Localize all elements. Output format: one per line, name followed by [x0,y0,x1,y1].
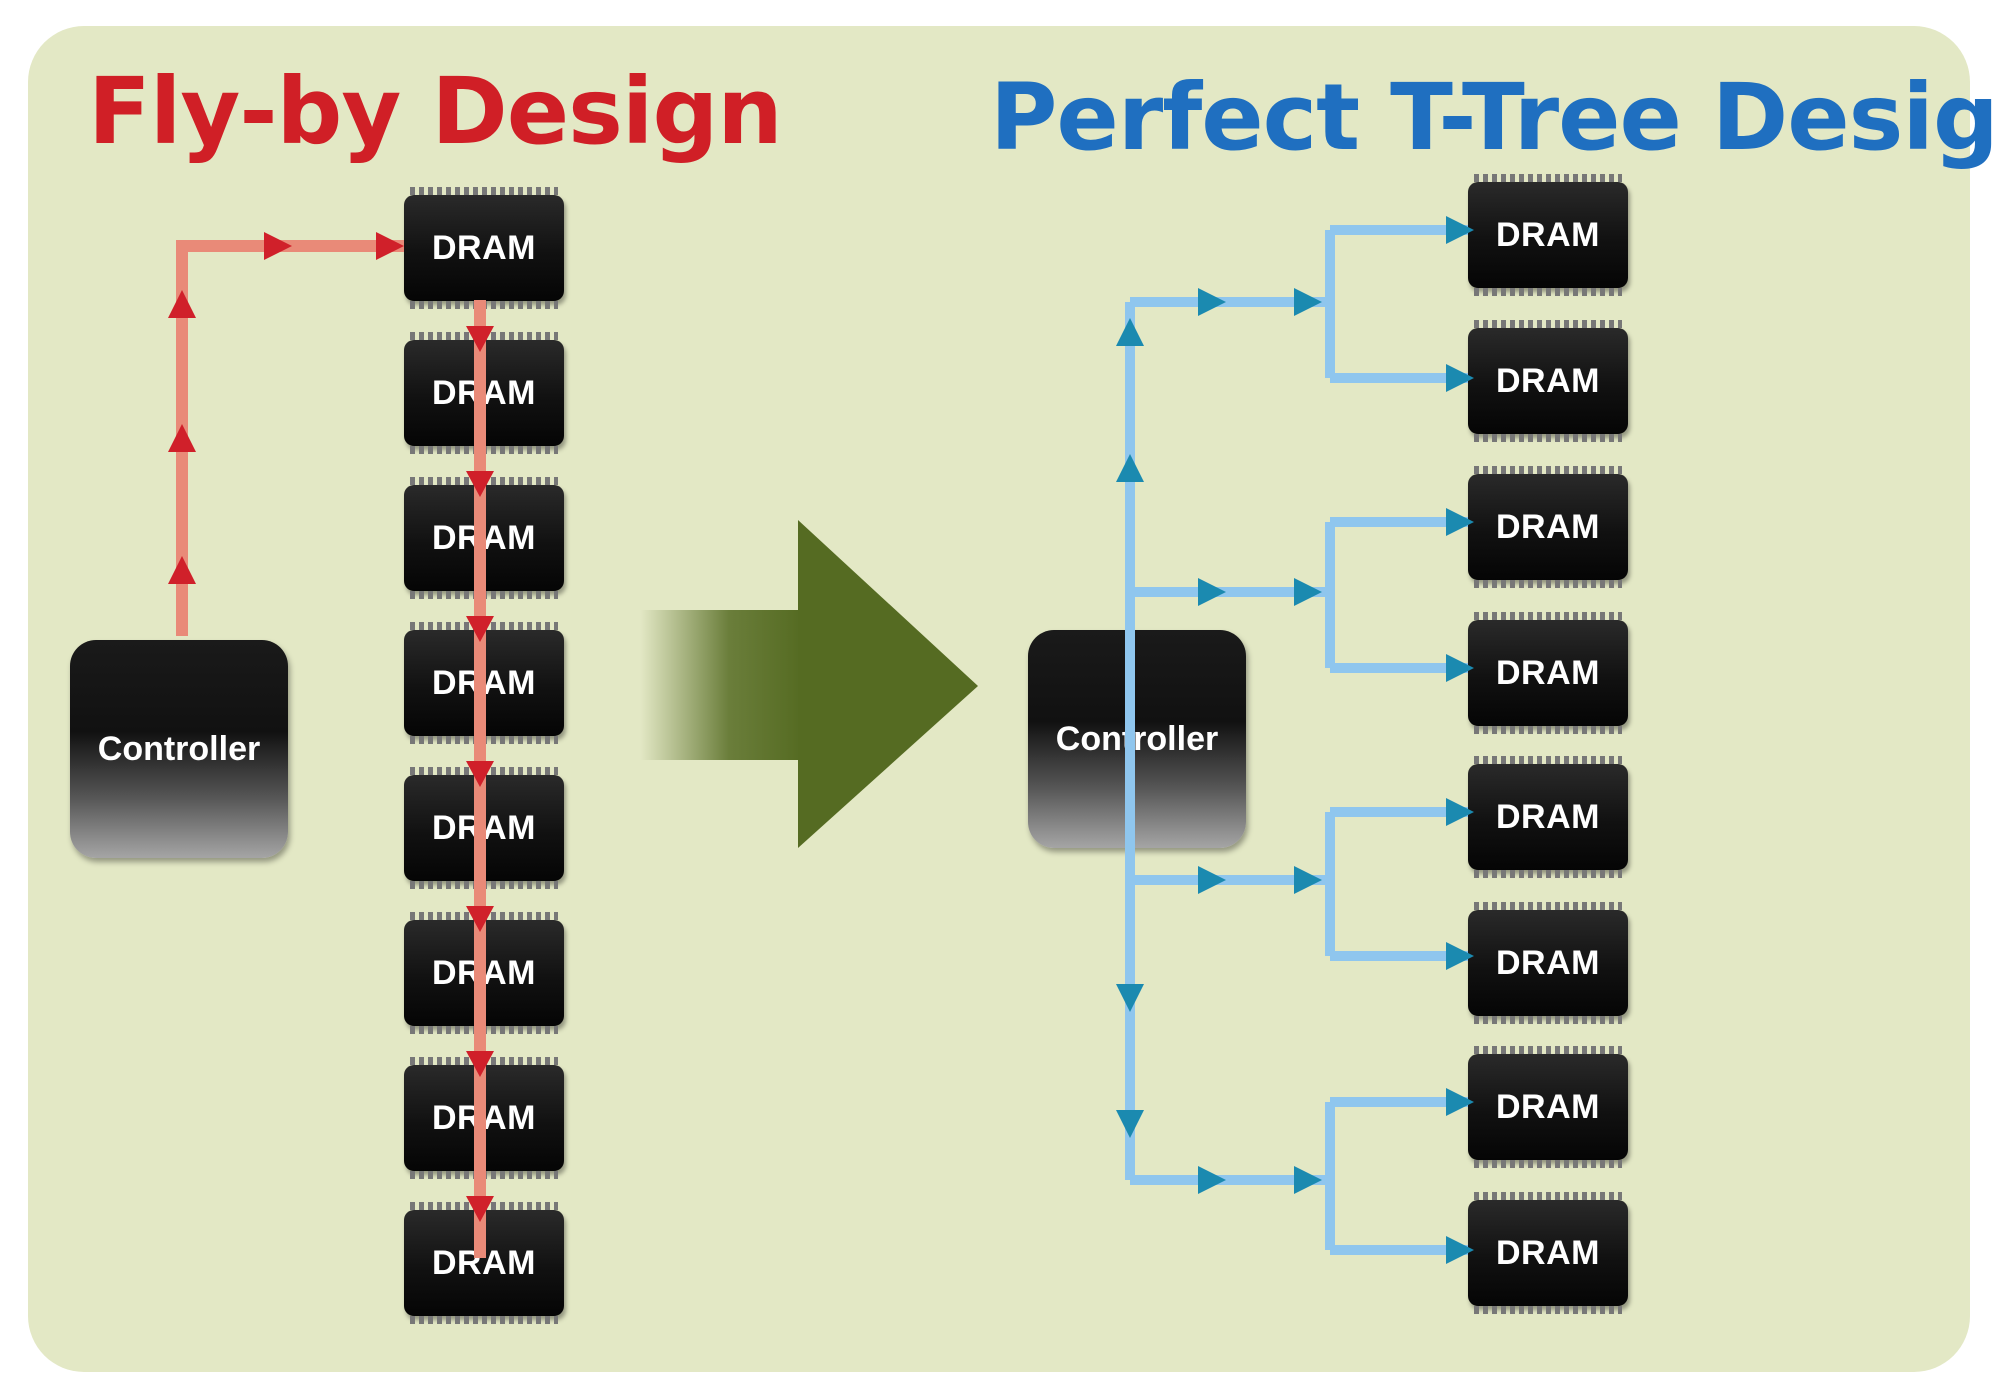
flyby-title: Fly-by Design [88,58,783,165]
ttree-dram-chip: DRAM [1468,612,1628,734]
flyby-arrow-down [466,1196,494,1222]
dram-label: DRAM [432,228,536,267]
flyby-arrow-down [466,471,494,497]
dram-label: DRAM [1496,653,1600,692]
ttree-controller: Controller [1028,630,1246,848]
flyby-arrow-down [466,761,494,787]
ttree-controller-label: Controller [1055,719,1219,758]
flyby-dram-chip: DRAM [404,187,564,309]
ttree-arrow-right [1294,288,1322,316]
ttree-routing [1125,225,1468,1255]
flyby-arrow-down [466,326,494,352]
flyby-arrow-up [168,424,196,452]
dram-label: DRAM [1496,1087,1600,1126]
flyby-routing [168,232,494,1258]
ttree-dram-chip: DRAM [1468,902,1628,1024]
ttree-arrow-right [1446,654,1474,682]
transition-arrow [640,520,978,848]
ttree-arrow-right [1446,942,1474,970]
ttree-arrow-right [1446,364,1474,392]
ttree-dram-chip: DRAM [1468,1192,1628,1314]
ttree-arrow-up [1116,454,1144,482]
ttree-arrow-right [1294,1166,1322,1194]
dram-label: DRAM [1496,215,1600,254]
ttree-arrow-right [1198,1166,1226,1194]
ttree-arrow-right [1198,288,1226,316]
ttree-arrow-down [1116,984,1144,1012]
ttree-arrow-right [1198,866,1226,894]
flyby-arrow-right [264,232,292,260]
ttree-dram-chip: DRAM [1468,320,1628,442]
dram-label: DRAM [1496,797,1600,836]
ttree-arrow-up [1116,318,1144,346]
ttree-dram-chip: DRAM [1468,1046,1628,1168]
flyby-arrow-up [168,556,196,584]
dram-label: DRAM [1496,361,1600,400]
ttree-dram-chip: DRAM [1468,756,1628,878]
ttree-arrow-right [1294,578,1322,606]
ttree-dram-chip: DRAM [1468,174,1628,296]
ttree-arrow-right [1446,1236,1474,1264]
ttree-arrow-right [1446,216,1474,244]
flyby-arrow-down [466,1051,494,1077]
flyby-arrow-right [376,232,404,260]
flyby-arrow-down [466,616,494,642]
flyby-controller: Controller [70,640,288,858]
ttree-arrow-down [1116,1110,1144,1138]
flyby-arrow-down [466,906,494,932]
dram-label: DRAM [1496,943,1600,982]
dram-label: DRAM [1496,1233,1600,1272]
ttree-title: Perfect T-Tree Design [990,64,2000,171]
flyby-controller-label: Controller [97,729,261,768]
ttree-arrow-right [1446,798,1474,826]
ttree-arrows [1116,216,1474,1264]
ttree-arrow-right [1198,578,1226,606]
ttree-arrow-right [1446,508,1474,536]
flyby-arrow-up [168,290,196,318]
dram-label: DRAM [1496,507,1600,546]
ttree-dram-chip: DRAM [1468,466,1628,588]
ttree-arrow-right [1446,1088,1474,1116]
ttree-arrow-right [1294,866,1322,894]
